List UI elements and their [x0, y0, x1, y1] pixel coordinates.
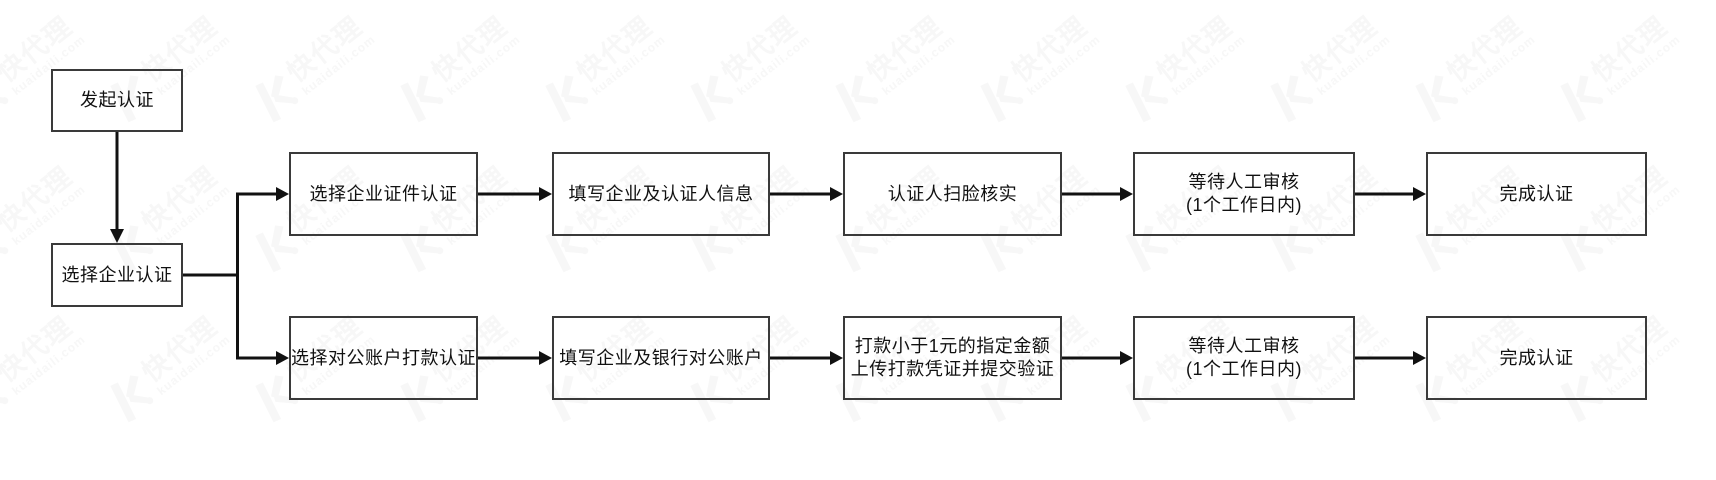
node-label: 填写企业及认证人信息	[568, 183, 754, 204]
node-label-line2: 上传打款凭证并提交验证	[850, 359, 1055, 379]
node-label: 选择企业证件认证	[309, 183, 458, 204]
node-label: 填写企业及银行对公账户	[559, 347, 763, 368]
arrows-bank-branch	[478, 351, 1426, 365]
node-label: 认证人扫脸核实	[887, 183, 1018, 204]
node-label: 发起认证	[80, 90, 154, 110]
node-bank-wait-review: 等待人工审核 (1个工作日内)	[1133, 316, 1355, 400]
node-label: 等待人工审核	[1188, 336, 1300, 356]
node-cert-select-method: 选择企业证件认证	[289, 152, 478, 236]
node-cert-face-scan: 认证人扫脸核实	[843, 152, 1062, 236]
node-label-line2: (1个工作日内)	[1186, 195, 1302, 215]
node-bank-complete: 完成认证	[1426, 316, 1647, 400]
node-bank-select-method: 选择对公账户打款认证	[289, 316, 478, 400]
node-cert-wait-review: 等待人工审核 (1个工作日内)	[1133, 152, 1355, 236]
node-label: 选择对公账户打款认证	[291, 347, 476, 368]
node-label: 完成认证	[1499, 183, 1574, 204]
arrow-start-to-select	[110, 132, 124, 243]
arrows-certificate-branch	[478, 187, 1426, 201]
node-label: 完成认证	[1499, 347, 1574, 368]
node-bank-transfer-verify: 打款小于1元的指定金额 上传打款凭证并提交验证	[843, 316, 1062, 400]
node-select-enterprise-auth: 选择企业认证	[51, 243, 183, 307]
branch-connector	[183, 187, 289, 365]
node-start-auth: 发起认证	[51, 69, 183, 132]
node-bank-fill-account: 填写企业及银行对公账户	[552, 316, 770, 400]
node-label-line2: (1个工作日内)	[1186, 359, 1302, 379]
node-cert-complete: 完成认证	[1426, 152, 1647, 236]
node-label: 选择企业认证	[61, 264, 173, 285]
node-label: 等待人工审核	[1188, 172, 1300, 192]
node-label: 打款小于1元的指定金额	[854, 336, 1051, 356]
node-cert-fill-info: 填写企业及认证人信息	[552, 152, 770, 236]
